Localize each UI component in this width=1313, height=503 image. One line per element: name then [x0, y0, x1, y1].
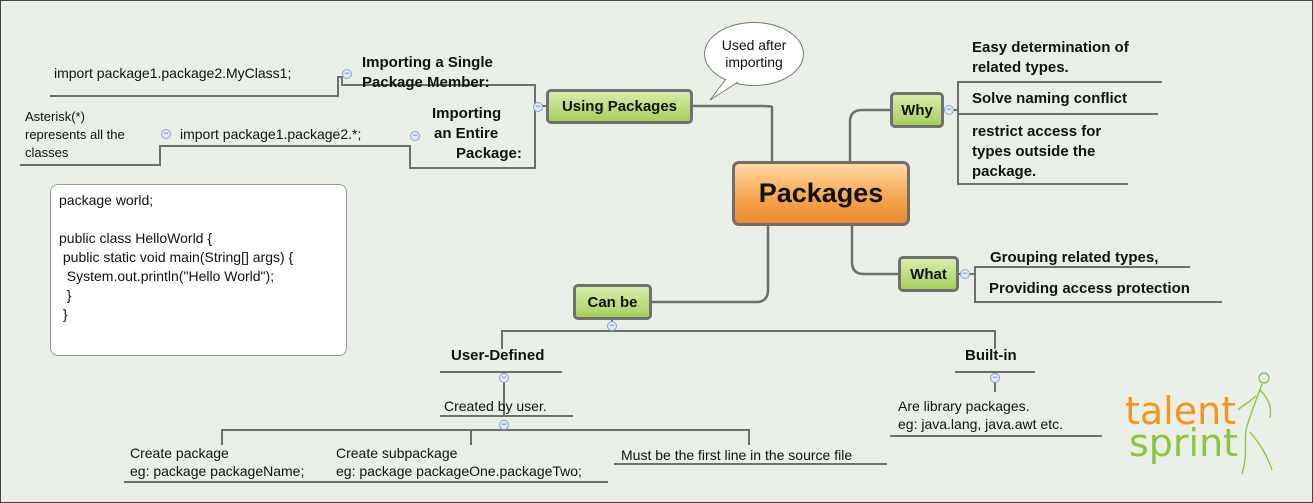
create-subpackage: Create subpackage eg: package packageOne… [336, 445, 582, 479]
create-package: Create package eg: package packageName; [130, 445, 305, 479]
code-line: } [59, 306, 68, 322]
collapse-toggle-icon[interactable]: − [607, 321, 617, 331]
code-line: public static void main(String[] args) { [59, 249, 294, 265]
code-sample-box: package world; public class HelloWorld {… [50, 184, 347, 356]
why-item-3: restrict access for types outside the pa… [972, 123, 1102, 180]
collapse-toggle-icon[interactable]: − [342, 69, 352, 79]
node-using-packages[interactable]: Using Packages [546, 89, 693, 124]
collapse-toggle-icon[interactable]: − [990, 373, 1000, 383]
collapse-toggle-icon[interactable]: − [533, 102, 543, 112]
central-node-packages[interactable]: Packages [732, 161, 910, 226]
built-in-description: Are library packages. eg: java.lang, jav… [898, 398, 1063, 432]
heading-built-in: Built-in [965, 347, 1017, 364]
callout-line-2: importing [725, 54, 783, 70]
node-why[interactable]: Why [890, 92, 944, 128]
why-item-2: Solve naming conflict [972, 90, 1128, 107]
what-item-2: Providing access protection [989, 280, 1190, 297]
code-import-entire: import package1.package2.*; [180, 126, 362, 142]
note-asterisk: Asterisk(*) represents all the classes [25, 109, 125, 160]
what-item-1: Grouping related types, [990, 249, 1159, 266]
collapse-toggle-icon[interactable]: − [410, 131, 420, 141]
node-what[interactable]: What [898, 256, 959, 292]
logo-text-sprint: sprint [1129, 421, 1239, 465]
heading-user-defined: User-Defined [451, 347, 545, 364]
logo-text-talent: talent [1125, 389, 1237, 433]
code-import-single: import package1.package2.MyClass1; [54, 65, 292, 81]
collapse-toggle-icon[interactable]: − [499, 420, 509, 430]
collapse-toggle-icon[interactable]: − [960, 269, 970, 279]
heading-importing-single: Importing a Single Package Member: [362, 54, 493, 91]
talentsprint-logo: talent sprint [1125, 370, 1305, 490]
heading-importing-entire: Importing an Entire Package: [432, 105, 522, 162]
created-by-user: Created by user. [444, 398, 547, 414]
code-line: package world; [59, 192, 154, 208]
runner-figure-icon [1237, 372, 1273, 475]
code-line: public class HelloWorld { [59, 230, 213, 246]
why-item-1: Easy determination of related types. [972, 39, 1129, 76]
callout-line-1: Used after [721, 37, 787, 53]
callout-used-after-importing: Used after importing [704, 22, 804, 86]
callout-tail [709, 78, 739, 101]
collapse-toggle-icon[interactable]: − [944, 105, 954, 115]
collapse-toggle-icon[interactable]: − [499, 373, 509, 383]
first-line-note: Must be the first line in the source fil… [621, 447, 853, 463]
node-can-be[interactable]: Can be [573, 284, 652, 320]
code-line: } [59, 287, 72, 303]
code-line: System.out.println("Hello World"); [59, 268, 275, 284]
collapse-toggle-icon[interactable]: − [161, 129, 171, 139]
